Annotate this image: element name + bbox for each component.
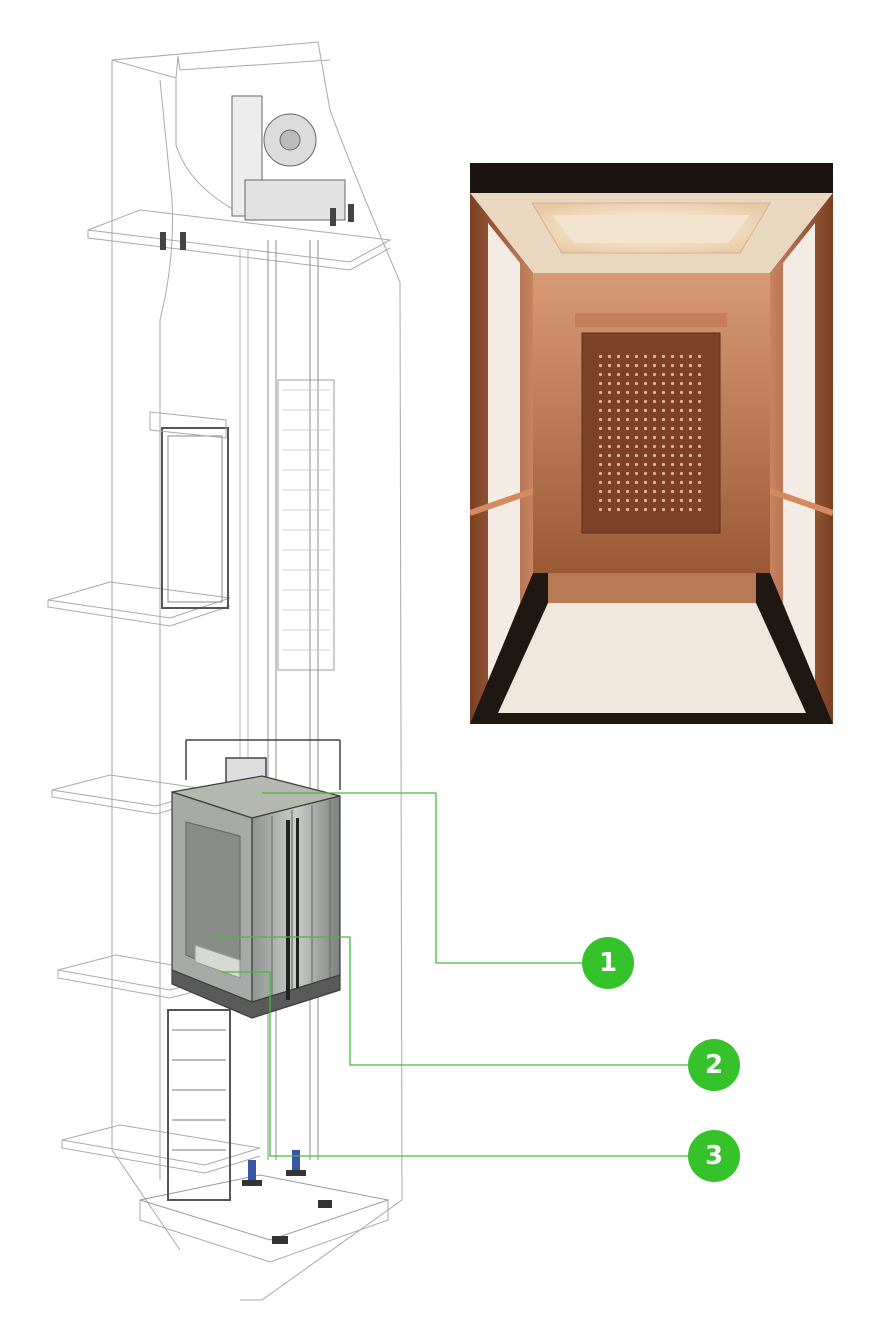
callout-badge-3[interactable]: 3 xyxy=(688,1130,740,1182)
callout-badge-1[interactable]: 1 xyxy=(582,937,634,989)
callout-badge-2[interactable]: 2 xyxy=(688,1039,740,1091)
callout-line-1 xyxy=(262,792,582,964)
cabin-interior-photo xyxy=(470,163,833,724)
callout-line-2 xyxy=(212,936,688,1066)
callout-line-3 xyxy=(222,971,688,1157)
